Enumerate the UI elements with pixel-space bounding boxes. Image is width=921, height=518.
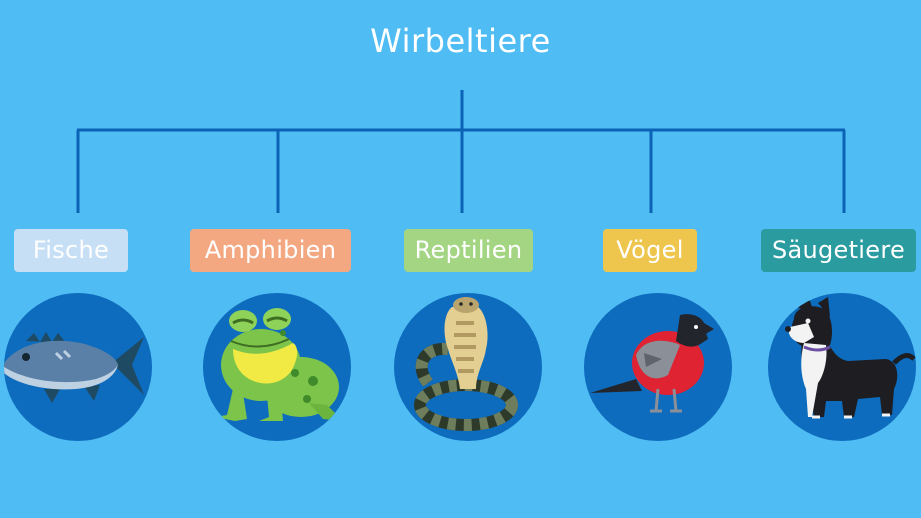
- frog-icon: [215, 308, 343, 421]
- fish-circle: [4, 293, 152, 441]
- label-reptilien: Reptilien: [404, 229, 533, 272]
- label-voegel: Vögel: [603, 229, 697, 272]
- cobra-icon: [414, 297, 518, 431]
- label-fische: Fische: [14, 229, 128, 272]
- cobra-circle: [394, 293, 542, 441]
- root-title: Wirbeltiere: [370, 22, 551, 60]
- fish-icon: [4, 332, 144, 403]
- dog-circle: [768, 293, 916, 441]
- bullfinch-icon: [590, 314, 714, 413]
- frog-circle: [203, 293, 351, 441]
- label-amphibien: Amphibien: [190, 229, 351, 272]
- label-saeugetiere: Säugetiere: [761, 229, 916, 272]
- bird-circle: [584, 293, 732, 441]
- dog-icon: [785, 295, 916, 419]
